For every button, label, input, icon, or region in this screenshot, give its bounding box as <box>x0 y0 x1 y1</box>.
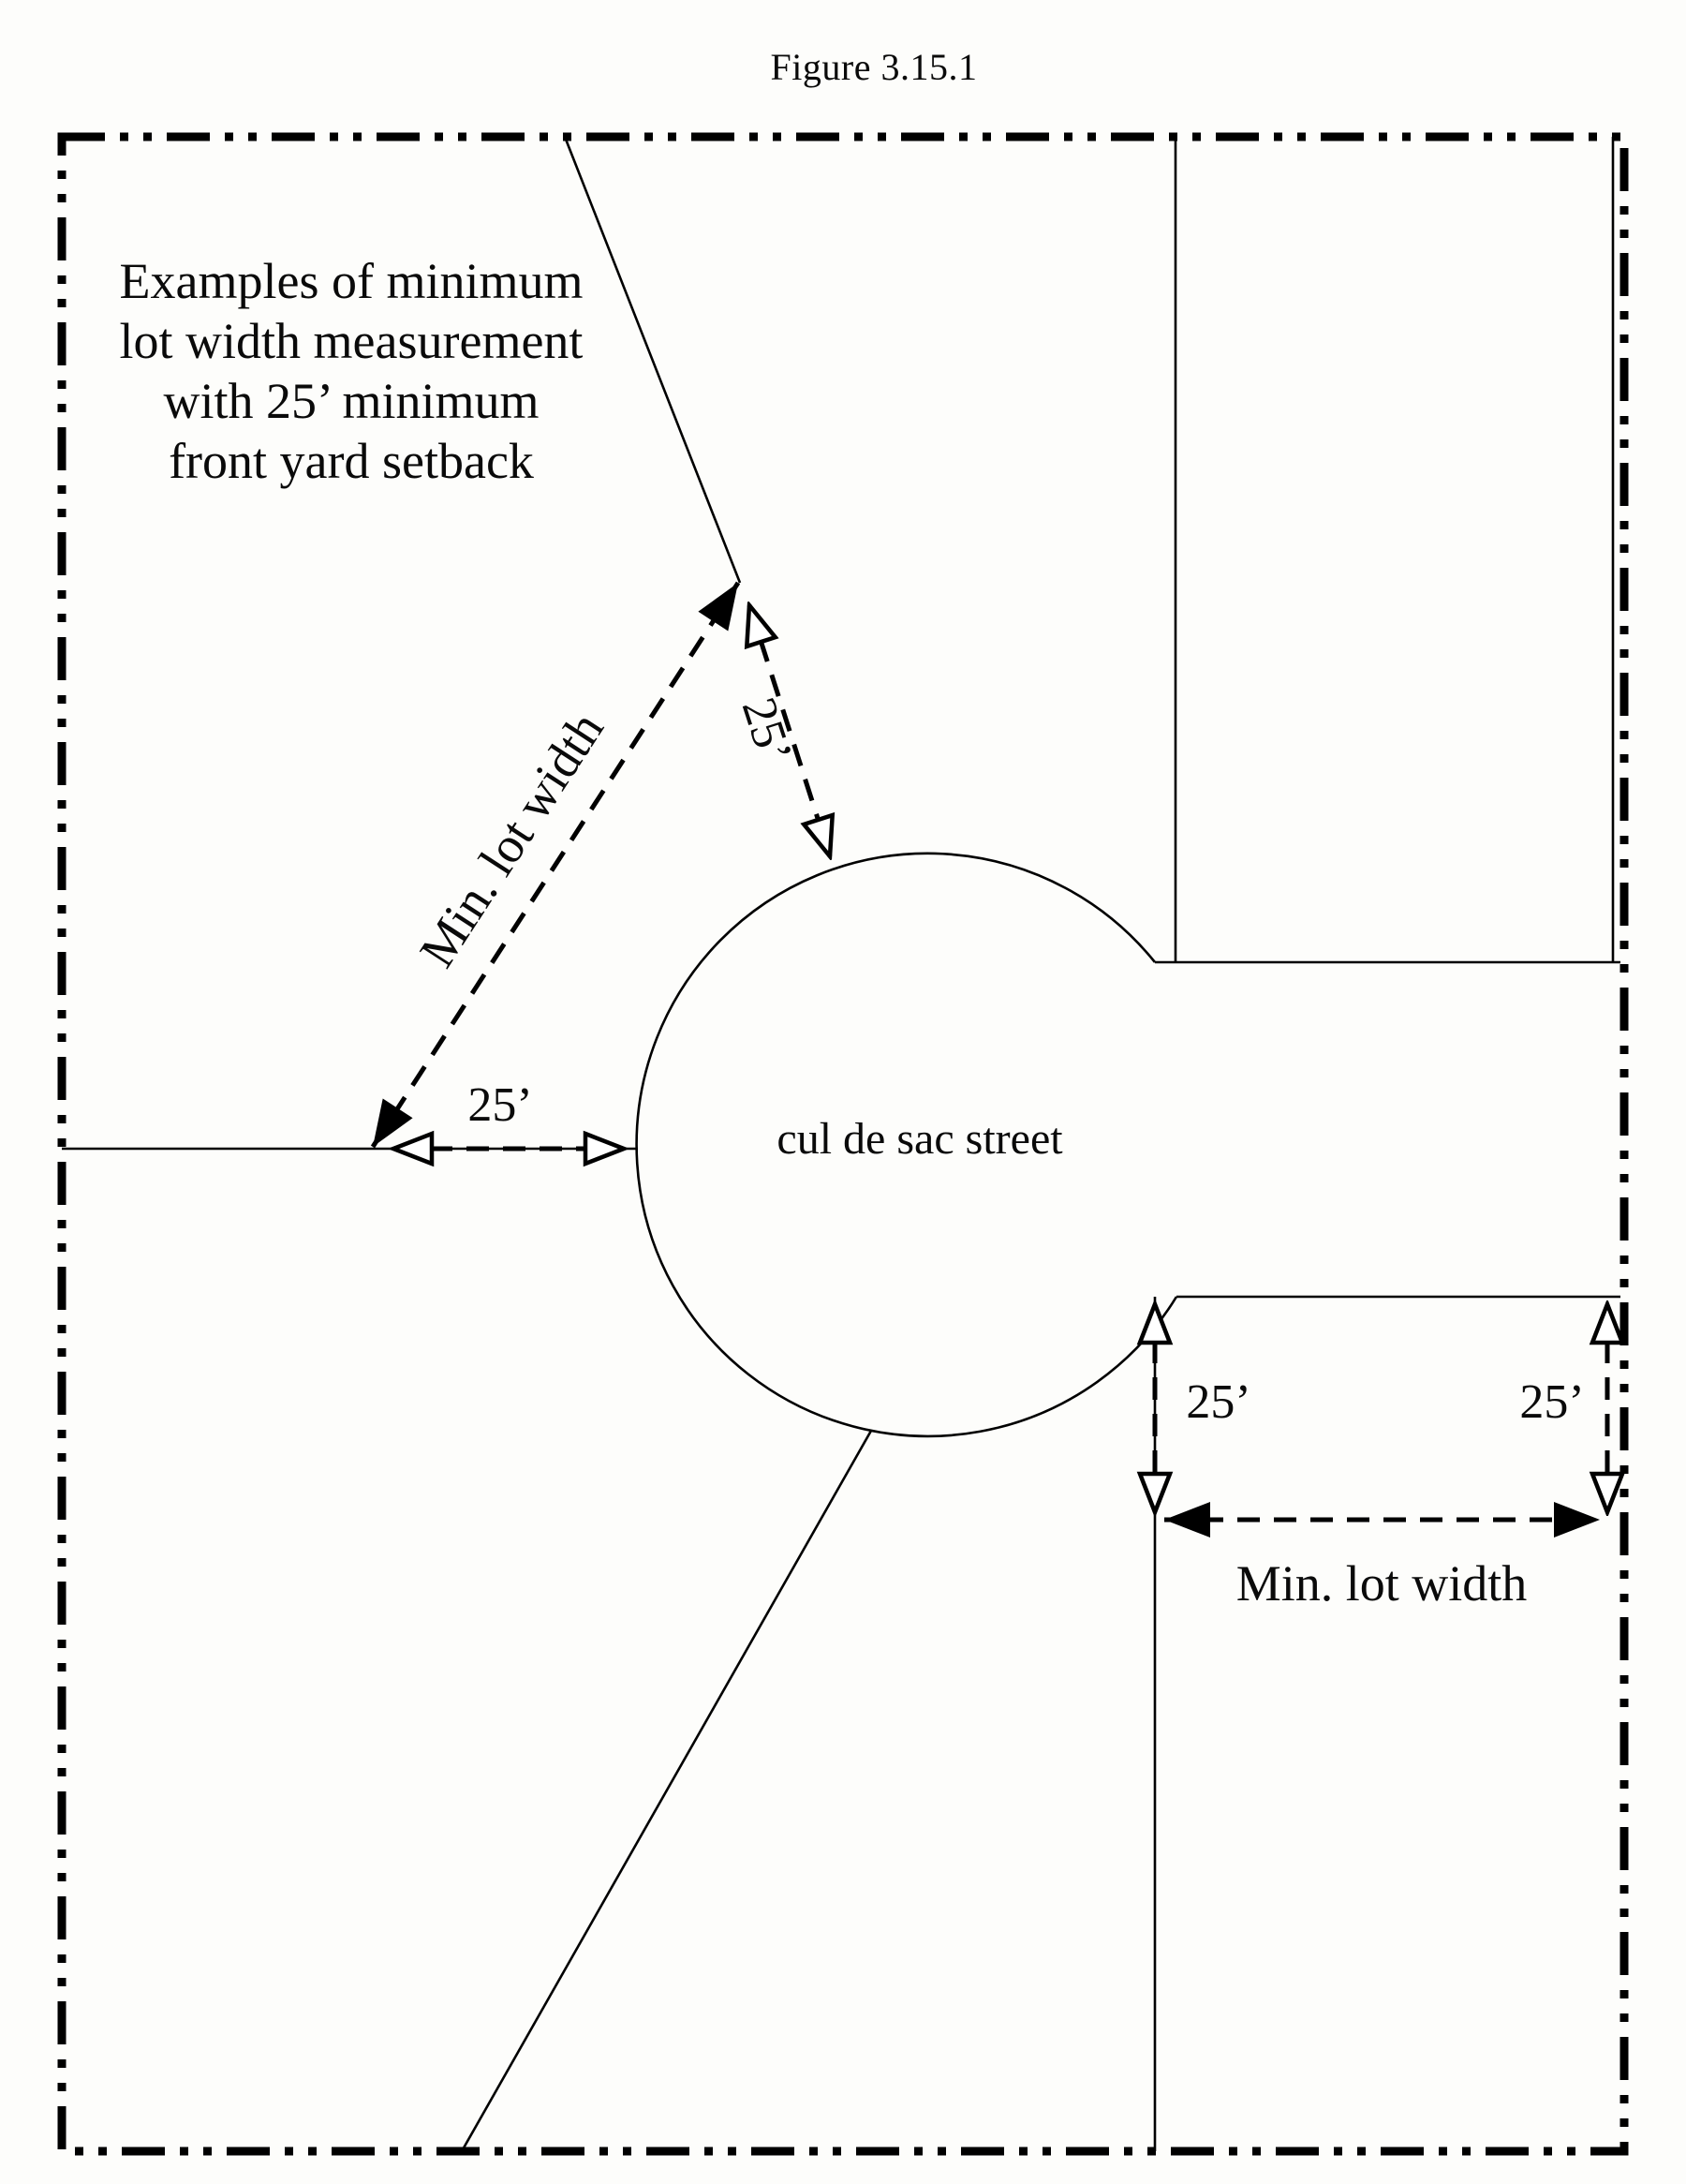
description-line-1: Examples of minimum <box>119 253 584 309</box>
setback-lower-left-label: 25’ <box>1186 1375 1251 1429</box>
setback-lower-right-label: 25’ <box>1519 1375 1585 1429</box>
figure-title: Figure 3.15.1 <box>770 46 978 88</box>
setback-left-label: 25’ <box>467 1078 533 1132</box>
description-line-3: with 25’ minimum <box>163 373 540 429</box>
lot-line-lower-diagonal <box>460 1430 873 2152</box>
dimension-arrow-setback-upper <box>749 605 830 856</box>
lot-line-upper-diagonal <box>563 136 742 584</box>
figure-boundary <box>57 132 1629 2156</box>
dimension-arrow-min-lot-width-upper <box>370 581 741 1149</box>
cul-de-sac-circle <box>635 852 1178 1438</box>
description-line-4: front yard setback <box>169 433 534 489</box>
min-lot-width-lower-label: Min. lot width <box>1235 1555 1528 1612</box>
figure-description: Examples of minimum lot width measuremen… <box>70 251 632 491</box>
description-line-2: lot width measurement <box>119 313 584 369</box>
cul-de-sac-street-label: cul de sac street <box>776 1114 1063 1164</box>
